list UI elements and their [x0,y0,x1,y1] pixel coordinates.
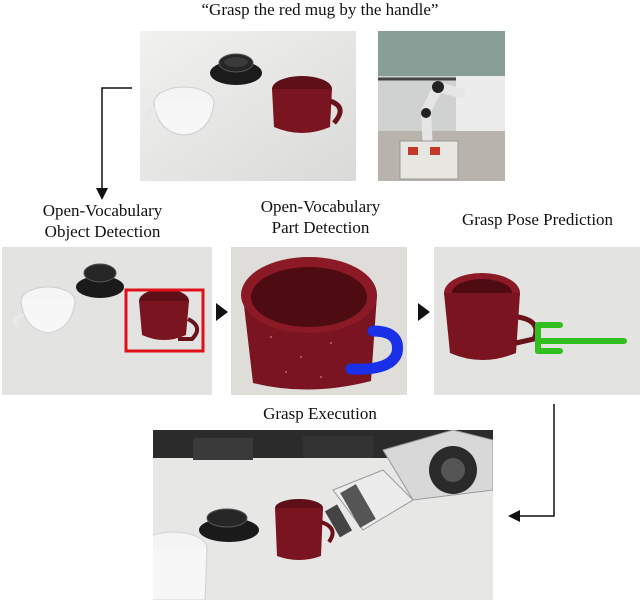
detection-box [124,288,205,353]
part-mask [345,325,403,375]
arrow-head-1 [216,303,228,321]
part-detection-photo [231,247,407,395]
part-detection-label-line1: Open-Vocabulary [260,197,381,216]
execution-photo [153,430,493,600]
object-detection-label-line2: Object Detection [44,222,161,241]
grasp-execution-label: Grasp Execution [263,404,377,423]
part-detection-label-line2: Part Detection [271,218,370,237]
grasp-pose-label: Grasp Pose Prediction [461,210,614,229]
arrow-pose-to-execution [508,404,555,522]
grasp-pose-marker [535,322,627,354]
grasp-pose-photo [434,247,640,395]
object-detection-label-line1: Open-Vocabulary [42,201,163,220]
arrow-head-2 [418,303,430,321]
arrow-scene-to-detection [96,87,132,200]
instruction-text: “Grasp the red mug by the handle” [201,0,439,19]
detection-photo [2,247,212,395]
robot-photo [378,31,505,181]
scene-photo [140,31,356,181]
